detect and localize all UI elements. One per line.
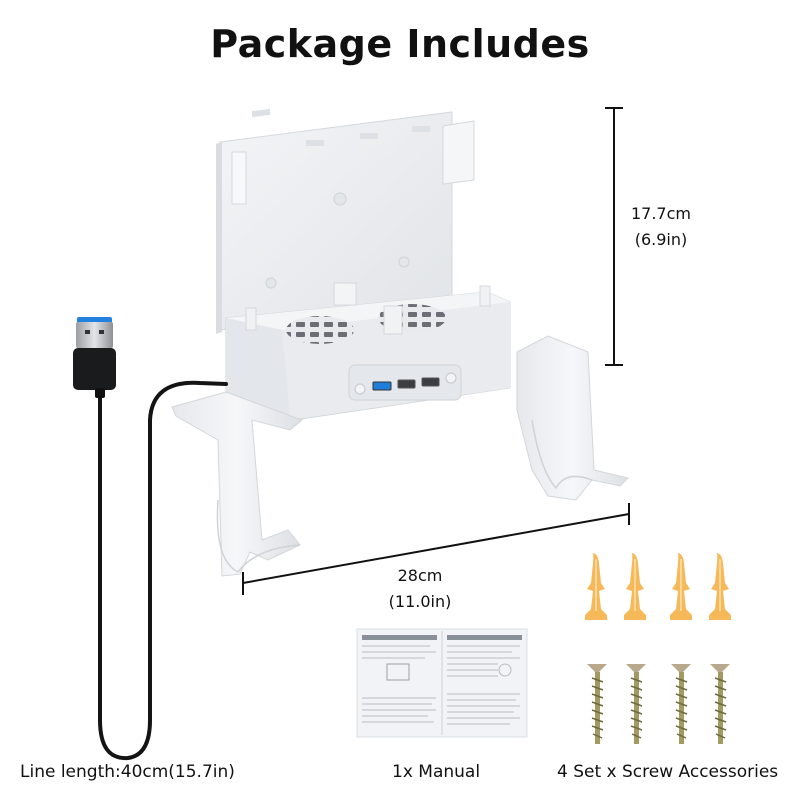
screw-accessories-caption: 4 Set x Screw Accessories (557, 762, 779, 782)
page-title: Package Includes (210, 22, 590, 66)
usb-cable (73, 317, 228, 761)
manual-caption: 1x Manual (392, 762, 481, 782)
width-metric: 28cm (397, 566, 443, 585)
screws (587, 664, 730, 744)
height-dimension-label: 17.7cm (6.9in) (616, 201, 706, 253)
manual (356, 628, 528, 738)
width-imperial: (11.0in) (388, 592, 452, 611)
width-dimension-line (242, 503, 630, 595)
fan-grille-left (286, 316, 354, 344)
cable-length-caption: Line length:40cm(15.7in) (20, 762, 235, 782)
wall-anchors (585, 553, 731, 620)
right-controller-hook (516, 335, 629, 501)
port-panel (348, 364, 462, 401)
led-button-icon (354, 383, 366, 395)
usb-port-2 (421, 377, 440, 387)
usb-3-port (372, 381, 392, 391)
usb-port-1 (397, 379, 416, 389)
power-button-icon (445, 372, 457, 384)
height-metric: 17.7cm (630, 204, 691, 223)
height-dimension-line (605, 107, 623, 366)
height-imperial: (6.9in) (634, 230, 688, 249)
width-dimension-label: 28cm (11.0in) (370, 563, 470, 615)
left-controller-hook (171, 391, 303, 577)
